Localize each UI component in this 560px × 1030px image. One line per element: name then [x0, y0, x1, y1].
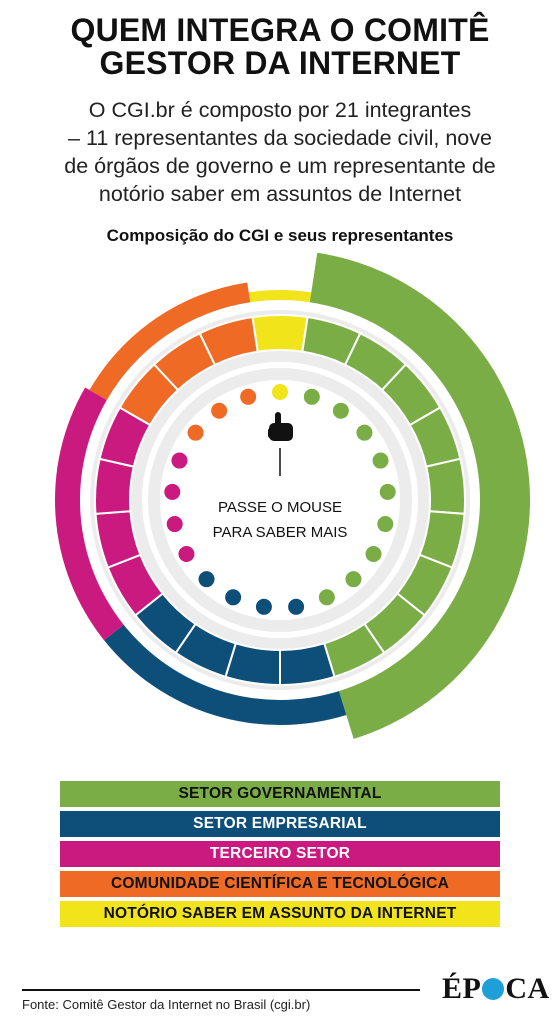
globe-icon: [482, 978, 505, 1000]
legend-item-setor-governamental[interactable]: SETOR GOVERNAMENTAL: [60, 781, 500, 807]
footer-divider: [22, 989, 420, 991]
logo-text-right: CA: [505, 972, 550, 1005]
seat-dot[interactable]: [211, 402, 228, 419]
seat-dot[interactable]: [379, 483, 396, 500]
seat-dot[interactable]: [303, 388, 320, 405]
legend-item-terceiro-setor[interactable]: TERCEIRO SETOR: [60, 841, 500, 867]
seat-dot[interactable]: [377, 516, 394, 533]
chart-title: Composição do CGI e seus representantes: [106, 226, 454, 245]
outer-ring: [54, 252, 530, 739]
title-line-2: GESTOR DA INTERNET: [99, 45, 461, 81]
seat-dot[interactable]: [225, 589, 242, 606]
center-disc: [160, 380, 400, 620]
epoca-logo: ÉP CA: [442, 972, 550, 1006]
seat-cell[interactable]: [425, 457, 466, 515]
subtitle-line-3: de órgãos de governo e um representante …: [64, 154, 496, 178]
legend-item-comunidade-cientifica-e-tecnologica[interactable]: COMUNIDADE CIENTÍFICA E TECNOLÓGICA: [60, 871, 500, 897]
seat-dot[interactable]: [255, 598, 272, 615]
outer-segment-notorio-saber-em-assunto-da-internet[interactable]: [248, 290, 312, 303]
subtitle-line-2: – 11 representantes da sociedade civil, …: [68, 126, 492, 150]
center-text-line-2: PARA SABER MAIS: [213, 524, 348, 541]
hand-pointer-icon: [268, 412, 293, 441]
center-text-line-1: PASSE O MOUSE: [218, 499, 342, 516]
legend: SETOR GOVERNAMENTAL SETOR EMPRESARIAL TERC…: [60, 781, 500, 931]
seat-dot[interactable]: [171, 452, 188, 469]
composition-donut-chart[interactable]: PASSE O MOUSE PARA SABER MAIS: [0, 250, 560, 770]
logo-text-left: ÉP: [442, 972, 482, 1005]
seat-dot[interactable]: [178, 546, 195, 562]
subtitle-line-1: O CGI.br é composto por 21 integrantes: [88, 98, 472, 122]
seat-dot[interactable]: [356, 424, 373, 441]
seat-cell[interactable]: [279, 642, 336, 687]
seat-cell[interactable]: [94, 457, 135, 515]
outer-segment-setor-governamental[interactable]: [309, 252, 530, 739]
page-title: QUEM INTEGRA O COMITÊ GESTOR DA INTERNET: [0, 14, 560, 80]
seat-dot[interactable]: [166, 516, 183, 533]
seat-dot[interactable]: [365, 546, 382, 562]
seat-dot[interactable]: [240, 388, 257, 405]
subtitle-line-4: notório saber em assuntos de Internet: [98, 182, 462, 206]
seat-dots: [164, 384, 396, 615]
seat-dot[interactable]: [187, 424, 204, 441]
seat-dot[interactable]: [345, 571, 362, 588]
source-note: Fonte: Comitê Gestor da Internet no Bras…: [22, 997, 311, 1012]
seat-dot[interactable]: [372, 452, 389, 469]
legend-item-setor-empresarial[interactable]: SETOR EMPRESARIAL: [60, 811, 500, 837]
legend-item-notorio-saber-em-assunto-da-internet[interactable]: NOTÓRIO SABER EM ASSUNTO DA INTERNET: [60, 901, 500, 927]
seat-dot[interactable]: [272, 384, 288, 400]
outer-segment-comunidade-cientifica-e-tecnologica[interactable]: [89, 282, 251, 400]
outer-segment-terceiro-setor[interactable]: [54, 387, 124, 641]
title-line-1: QUEM INTEGRA O COMITÊ: [70, 12, 490, 48]
seat-dot[interactable]: [198, 571, 215, 588]
seat-dot[interactable]: [164, 483, 181, 500]
seat-cell[interactable]: [251, 314, 309, 353]
seat-cell[interactable]: [198, 315, 259, 367]
seat-ring: [94, 314, 466, 687]
seat-dot[interactable]: [318, 589, 335, 606]
seat-dot[interactable]: [288, 598, 305, 615]
seat-dot[interactable]: [332, 402, 349, 419]
outer-segment-setor-empresarial[interactable]: [104, 624, 347, 725]
subtitle: O CGI.br é composto por 21 integrantes –…: [20, 96, 540, 208]
